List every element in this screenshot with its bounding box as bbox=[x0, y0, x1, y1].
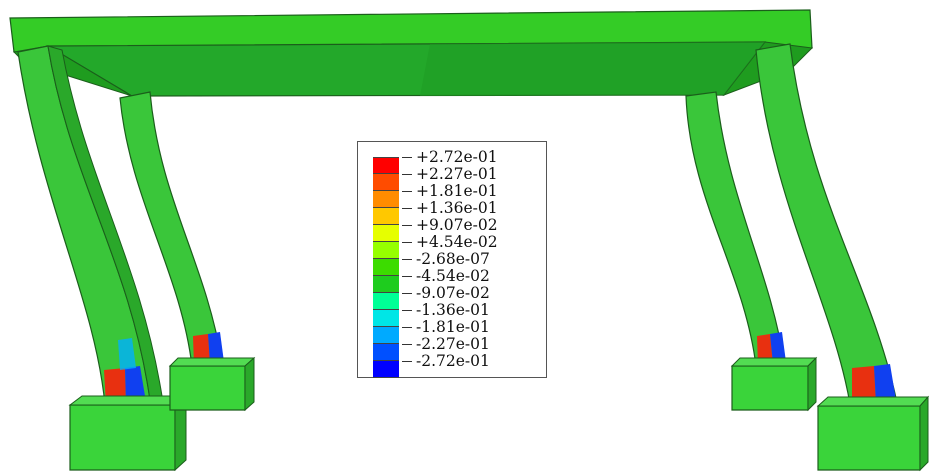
legend-value: -2.27e-01 bbox=[402, 336, 498, 353]
legend-value: -2.72e-01 bbox=[402, 353, 498, 370]
top-slab bbox=[9, 9, 814, 97]
legend-swatch bbox=[373, 344, 399, 361]
legend-swatch bbox=[373, 174, 399, 191]
legend-swatch bbox=[373, 293, 399, 310]
footing-right-inner bbox=[730, 356, 818, 412]
legend-value: +9.07e-02 bbox=[402, 217, 498, 234]
legend-swatch bbox=[373, 361, 399, 378]
legend-value: -4.54e-02 bbox=[402, 268, 498, 285]
legend-value: +2.27e-01 bbox=[402, 166, 498, 183]
footing-left-inner bbox=[168, 356, 256, 412]
legend-value: +2.72e-01 bbox=[402, 149, 498, 166]
footing-right-outer bbox=[816, 395, 930, 472]
legend-swatch bbox=[373, 276, 399, 293]
legend-swatch bbox=[373, 225, 399, 242]
contour-legend: +2.72e-01+2.27e-01+1.81e-01+1.36e-01+9.0… bbox=[357, 141, 547, 378]
legend-swatch bbox=[373, 191, 399, 208]
legend-swatch bbox=[373, 327, 399, 344]
legend-value: +1.36e-01 bbox=[402, 200, 498, 217]
legend-value: -1.81e-01 bbox=[402, 319, 498, 336]
legend-swatch bbox=[373, 242, 399, 259]
footing-left-outer bbox=[68, 394, 188, 472]
legend-value: -1.36e-01 bbox=[402, 302, 498, 319]
legend-value-labels: +2.72e-01+2.27e-01+1.81e-01+1.36e-01+9.0… bbox=[402, 149, 498, 370]
legend-swatch bbox=[373, 259, 399, 276]
legend-color-bar bbox=[373, 157, 399, 378]
legend-swatch bbox=[373, 157, 399, 174]
legend-swatch bbox=[373, 310, 399, 327]
legend-value: +1.81e-01 bbox=[402, 183, 498, 200]
legend-value: +4.54e-02 bbox=[402, 234, 498, 251]
legend-value: -2.68e-07 bbox=[402, 251, 498, 268]
legend-swatch bbox=[373, 208, 399, 225]
legend-value: -9.07e-02 bbox=[402, 285, 498, 302]
